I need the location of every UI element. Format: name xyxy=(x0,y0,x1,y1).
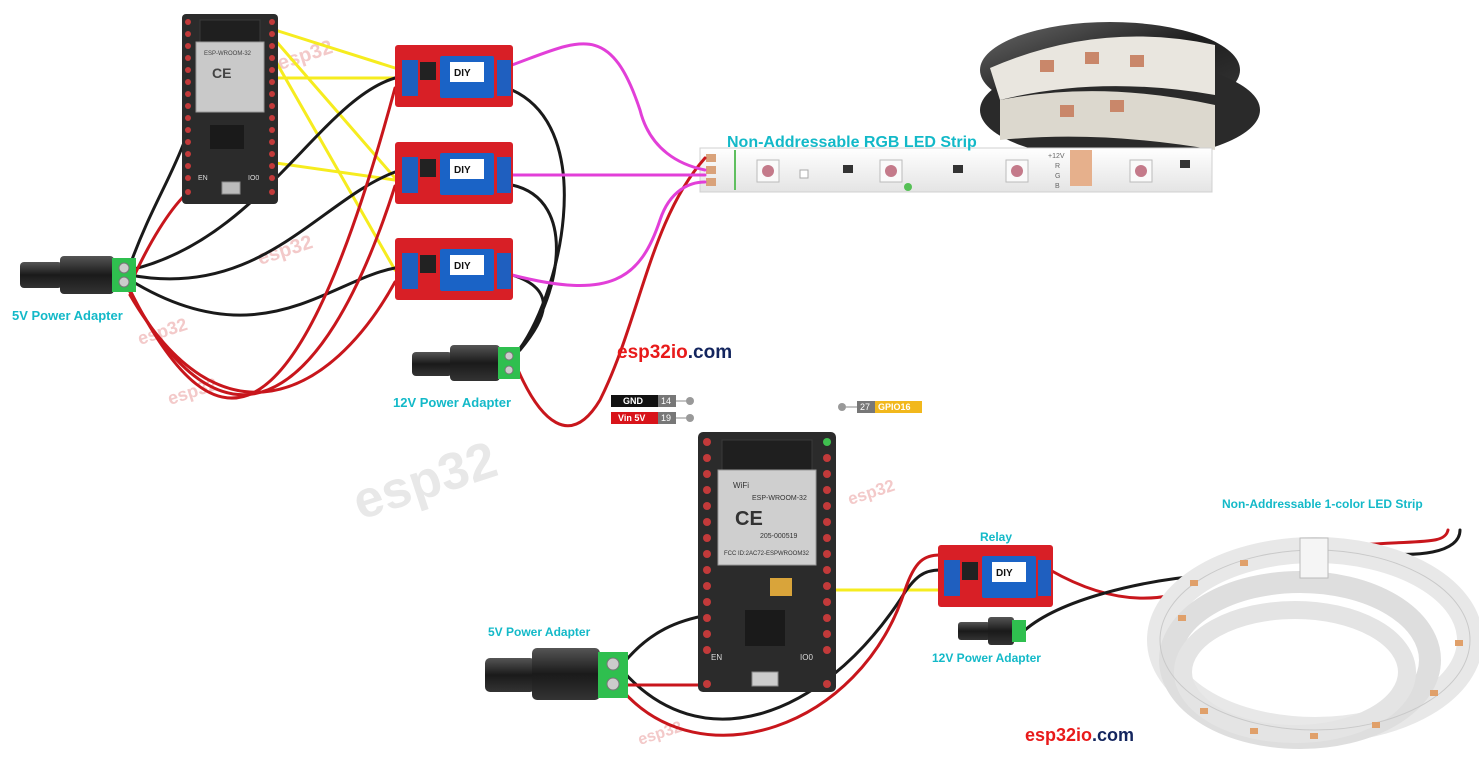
relay-bottom-diy: DIY xyxy=(996,568,1013,579)
esp32-bottom-wifi: WiFi xyxy=(733,481,749,490)
strip-coil xyxy=(990,36,1215,100)
relay-top-1: DIY xyxy=(395,45,513,107)
esp32-bottom-module: ESP-WROOM-32 xyxy=(752,495,807,502)
pin-gpio-label: GPIO16 xyxy=(878,402,911,412)
power-jack-5v-bottom xyxy=(485,648,628,700)
power-jack-12v-bottom xyxy=(958,617,1026,645)
esp32-top-module-text: ESP-WROOM-32 xyxy=(204,51,252,57)
svg-text:CE: CE xyxy=(212,65,231,81)
brand-top-part1: esp32 xyxy=(617,342,671,363)
esp32-bottom-en: EN xyxy=(711,653,722,662)
watermark-5: esp32 xyxy=(845,476,897,509)
brand-bottom-part2: io xyxy=(1076,725,1092,745)
strip-mark-b: B xyxy=(1055,183,1060,190)
pin-vin-label: Vin 5V xyxy=(618,413,645,423)
relay-top-2-diy: DIY xyxy=(454,165,471,176)
label-12v-top: 12V Power Adapter xyxy=(393,395,511,410)
esp32-bottom-fcc: FCC ID:2AC72-ESPWROOM32 xyxy=(724,551,810,557)
rgb-led-strip: +12V R G B xyxy=(699,22,1260,193)
svg-text:CE: CE xyxy=(735,508,763,530)
strip-pad-g xyxy=(706,178,716,186)
relay-top-3-diy: DIY xyxy=(454,261,471,272)
label-relay: Relay xyxy=(980,530,1012,544)
label-5v-top: 5V Power Adapter xyxy=(12,308,123,323)
relay-top-2: DIY xyxy=(395,142,513,204)
pin-vin-num: 19 xyxy=(661,413,671,423)
strip-mark-12v: +12V xyxy=(1048,153,1065,160)
relay-bottom: DIY xyxy=(938,545,1053,607)
label-12v-bottom: 12V Power Adapter xyxy=(932,651,1041,665)
brand-bottom-part1: esp32 xyxy=(1025,725,1076,745)
label-rgb-strip: Non-Addressable RGB LED Strip xyxy=(727,134,977,151)
strip-pad-r xyxy=(706,166,716,174)
strip-mark-r: R xyxy=(1055,163,1060,170)
strip-pad-12v xyxy=(706,154,716,162)
strip-coil-2 xyxy=(1000,91,1215,150)
esp32-top-en: EN xyxy=(198,175,208,182)
relay-top-3: DIY xyxy=(395,238,513,300)
label-one-color-strip: Non-Addressable 1-color LED Strip xyxy=(1222,497,1423,511)
watermark-6: esp32 xyxy=(636,719,684,749)
pin-gpio-num: 27 xyxy=(860,402,870,412)
esp32-board-top: ESP-WROOM-32 CE EN IO0 xyxy=(182,14,278,204)
pin-gnd-num: 14 xyxy=(661,396,671,406)
pin-legend: GND 14 Vin 5V 19 27 GPIO16 xyxy=(611,395,922,424)
esp32-top-io0: IO0 xyxy=(248,175,259,182)
power-jack-5v-top xyxy=(20,256,136,294)
top-wires xyxy=(128,28,707,428)
label-5v-bottom: 5V Power Adapter xyxy=(488,625,591,639)
strip-mark-g: G xyxy=(1055,173,1060,180)
watermark-2: esp32 xyxy=(255,231,316,269)
strip-leds xyxy=(756,150,1190,186)
pin-gnd-label: GND xyxy=(623,396,644,406)
strip-green-dot xyxy=(904,183,912,191)
watermark-1: esp32 xyxy=(275,36,336,74)
brand-top-part3: .com xyxy=(688,342,732,363)
esp32-bottom-cert: 205-000519 xyxy=(760,533,797,540)
power-jack-12v-top xyxy=(412,345,520,381)
brand-top-part2: io xyxy=(671,342,688,363)
watermark-big: esp32 xyxy=(346,431,504,532)
relay-top-1-diy: DIY xyxy=(454,68,471,79)
brand-top: esp32io.com xyxy=(617,342,732,363)
brand-bottom: esp32io.com xyxy=(1025,725,1134,745)
strip-coil-leds xyxy=(1040,52,1144,117)
esp32-bottom-io0: IO0 xyxy=(800,653,813,662)
esp32-board-bottom: WiFi ESP-WROOM-32 CE 205-000519 FCC ID:2… xyxy=(698,432,836,692)
one-color-led-strip xyxy=(1147,537,1479,749)
brand-bottom-part3: .com xyxy=(1092,725,1134,745)
